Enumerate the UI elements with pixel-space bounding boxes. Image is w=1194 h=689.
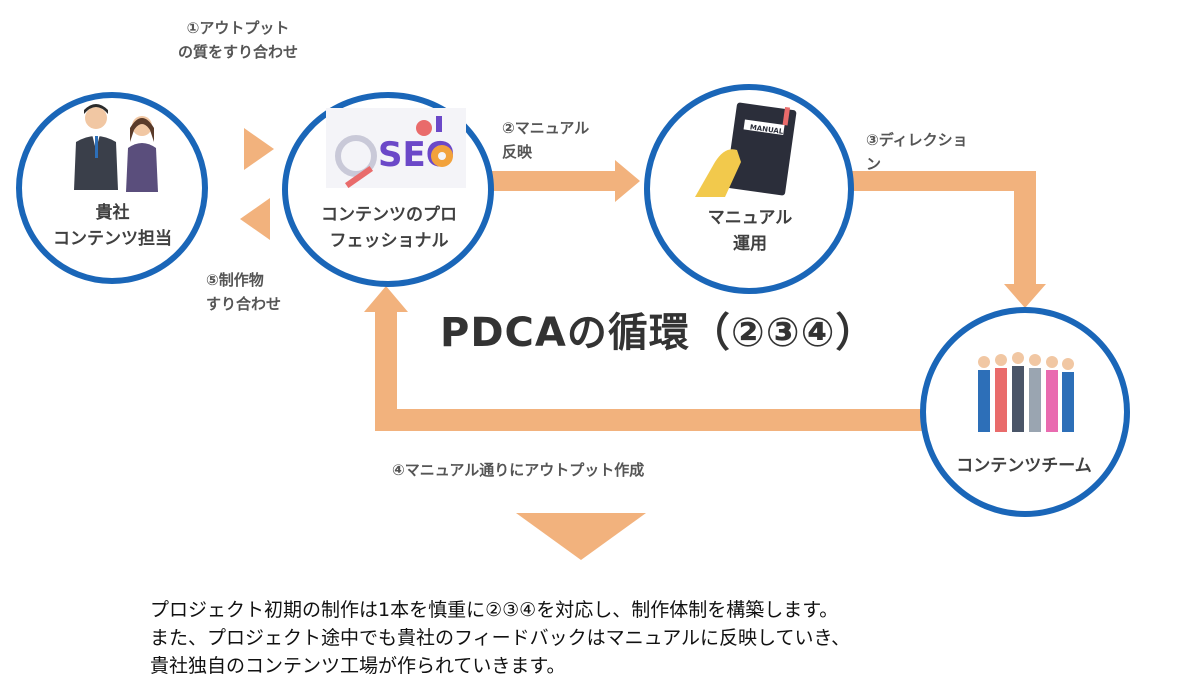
people-icon: [74, 104, 158, 192]
arrow-team-to-pro-v: [375, 310, 397, 431]
arrow-down-big: [516, 513, 646, 560]
arrow-pro-to-manual-shaft: [490, 171, 615, 191]
arrow-team-to-pro-head: [364, 286, 408, 312]
seo-illustration-icon: SEO: [326, 108, 466, 188]
node-manual-label: マニュアル 運用: [707, 208, 793, 254]
step-3-label: ③ディレクショ ン: [866, 131, 968, 173]
arrow-team-to-pro-h: [375, 409, 927, 431]
node-team: [920, 307, 1130, 517]
manual-book-icon: MANUAL: [695, 102, 797, 197]
node-pro-label: コンテンツのプロ フェッショナル: [321, 205, 457, 251]
arrow-manual-to-team-v: [1014, 171, 1036, 286]
step-4-label: ④マニュアル通りにアウトプット作成: [392, 461, 645, 479]
footer-note: プロジェクト初期の制作は1本を慎重に②③④を対応し、制作体制を構築します。 また…: [150, 599, 851, 677]
step-5-label: ⑤制作物 すり合わせ: [206, 271, 282, 313]
node-client-label: 貴社 コンテンツ担当: [53, 203, 172, 249]
arrow-pro-to-manual-head: [615, 160, 640, 202]
diagram-title: PDCAの循環（②③④）: [440, 310, 877, 356]
arrow-manual-to-team-h: [848, 171, 1028, 191]
arrow-manual-to-team-head: [1004, 284, 1046, 308]
arrow-left-small: [240, 198, 270, 240]
team-people-icon: [978, 352, 1074, 432]
node-team-label: コンテンツチーム: [956, 456, 1092, 476]
step-1-label: ①アウトプット の質をすり合わせ: [178, 19, 299, 61]
arrow-right-small: [244, 128, 274, 170]
step-2-label: ②マニュアル 反映: [502, 119, 590, 161]
